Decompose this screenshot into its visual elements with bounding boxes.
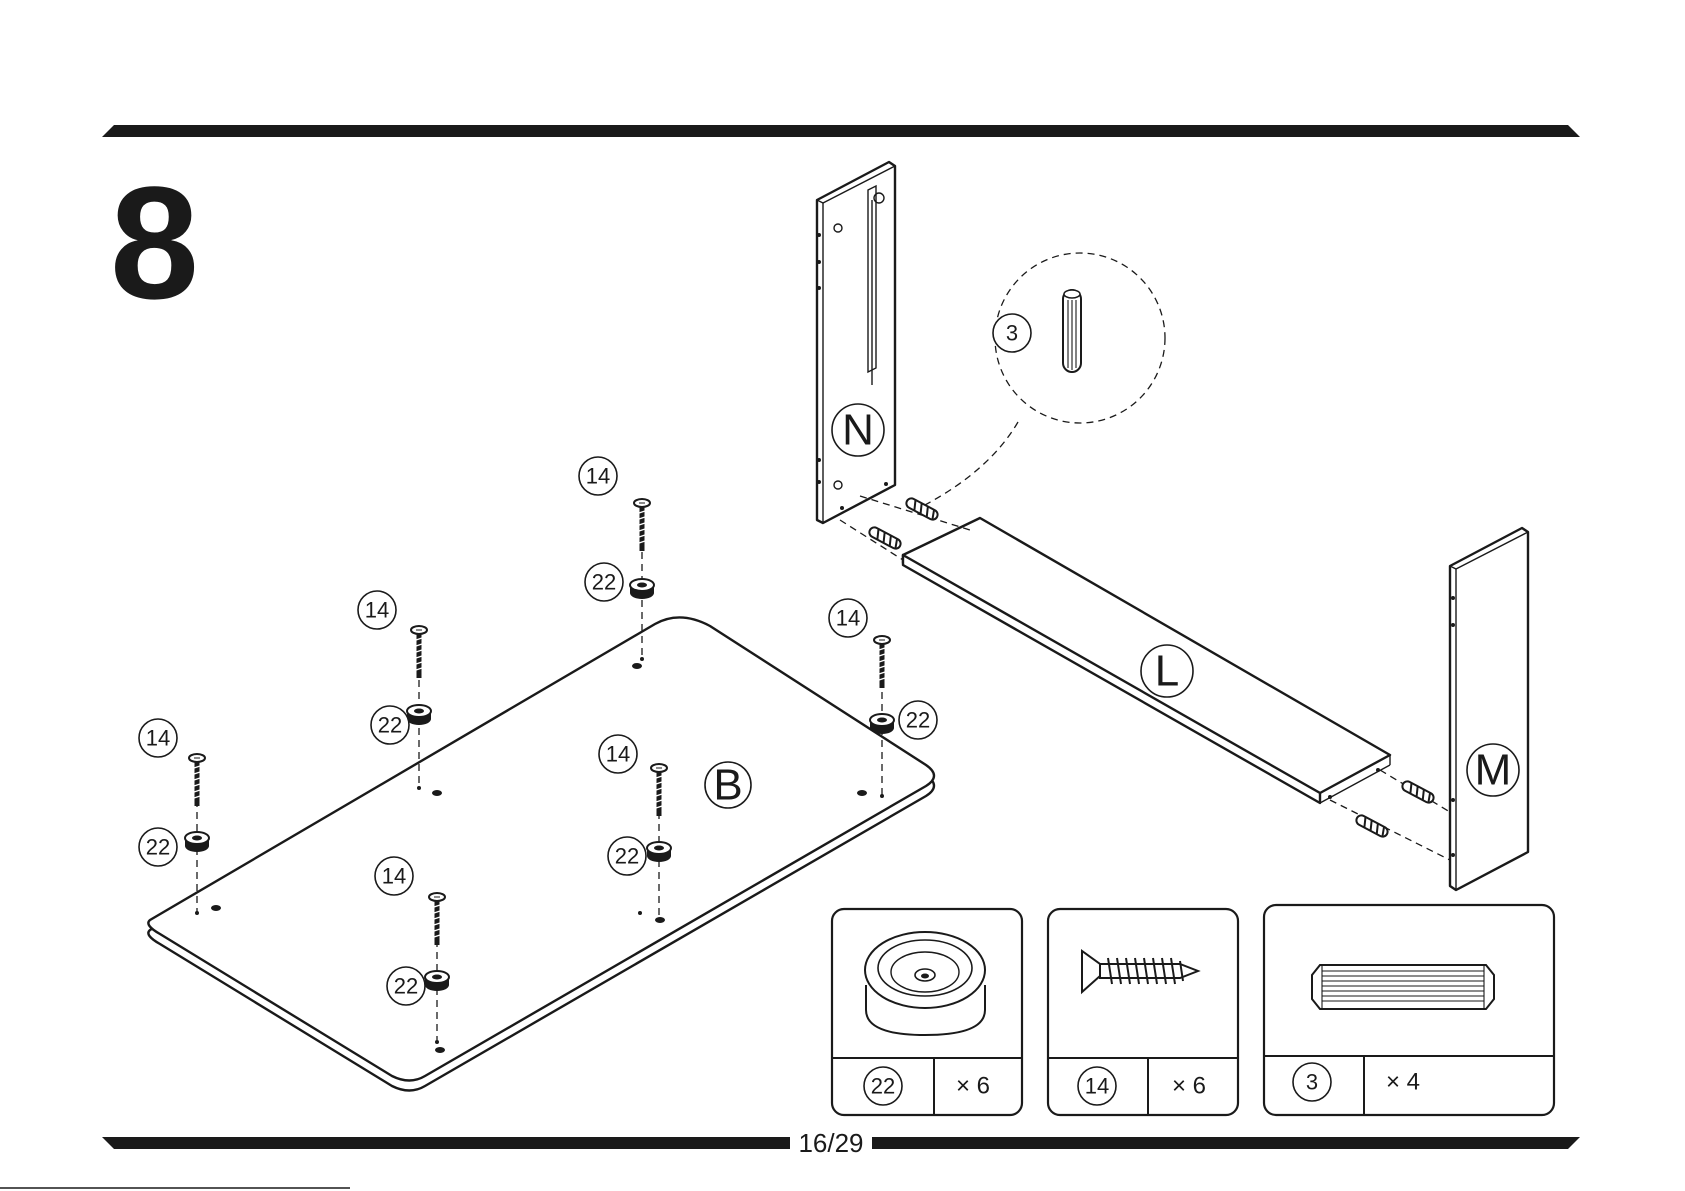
callout-foot-3: 22: [592, 570, 616, 595]
fastener-stack-2: 14 22: [358, 591, 431, 786]
panel-l: L: [903, 518, 1390, 803]
parts-qty-dowel: × 4: [1386, 1069, 1420, 1096]
parts-id-dowel: 3: [1306, 1070, 1318, 1095]
callout-foot-5: 22: [615, 844, 639, 869]
page-number: 16/29: [798, 1128, 863, 1158]
panel-m: M: [1450, 528, 1528, 890]
fastener-stack-3: 14 22: [579, 457, 654, 658]
header-rule: [102, 125, 1580, 137]
callout-foot-1: 22: [146, 835, 170, 860]
fastener-stack-1: 14 22: [139, 719, 209, 912]
callout-foot-4: 22: [906, 708, 930, 733]
callout-screw-4: 14: [836, 606, 860, 631]
callout-dowel-detail: 3: [1006, 321, 1018, 346]
panel-b: B: [148, 617, 934, 1090]
foot-pad-icon: [865, 932, 985, 1035]
callout-screw-3: 14: [586, 464, 610, 489]
callout-foot-6: 22: [394, 974, 418, 999]
parts-list: 22 × 6 14 × 6: [832, 905, 1554, 1115]
step-number: 8: [110, 153, 199, 332]
footer-rule-right: [872, 1137, 1580, 1149]
callout-screw-1: 14: [146, 726, 170, 751]
dowel-detail-callout: 3: [925, 253, 1165, 505]
dowels-right: [1330, 770, 1450, 860]
callout-screw-5: 14: [606, 742, 630, 767]
panel-label-n: N: [842, 406, 874, 455]
parts-qty-foot: × 6: [956, 1073, 990, 1100]
dowel-icon: [1312, 965, 1494, 1009]
parts-qty-screw: × 6: [1172, 1073, 1206, 1100]
panel-n: N: [817, 162, 895, 523]
callout-screw-6: 14: [382, 864, 406, 889]
parts-box-dowel: 3 × 4: [1264, 905, 1554, 1115]
footer-rule-left: [102, 1137, 790, 1149]
panel-label-l: L: [1155, 647, 1179, 696]
parts-id-screw: 14: [1085, 1074, 1109, 1099]
panel-label-b: B: [713, 761, 742, 810]
callout-screw-2: 14: [365, 598, 389, 623]
parts-id-foot: 22: [871, 1074, 895, 1099]
parts-box-screw: 14 × 6: [1048, 909, 1238, 1115]
panel-label-m: M: [1475, 746, 1512, 795]
parts-box-foot: 22 × 6: [832, 909, 1022, 1115]
callout-foot-2: 22: [378, 713, 402, 738]
